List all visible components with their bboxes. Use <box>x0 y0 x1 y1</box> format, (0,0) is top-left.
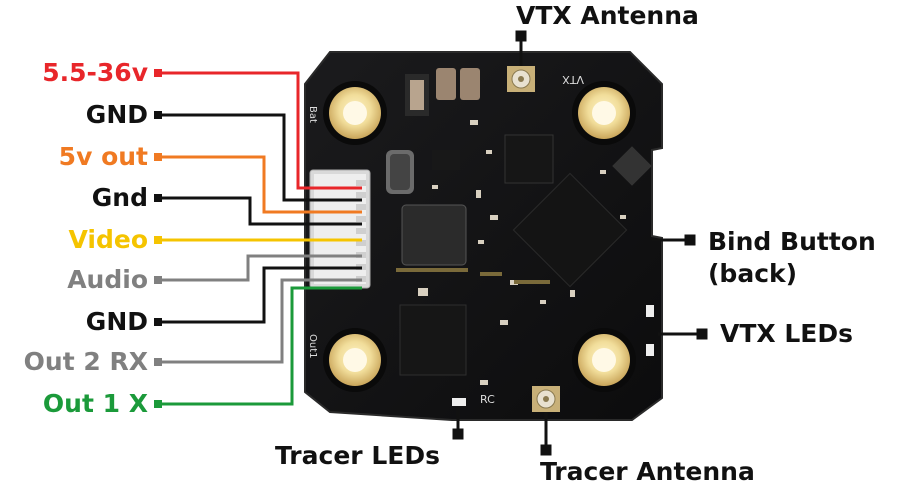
label-bind-button: Bind Button (back) <box>708 226 876 290</box>
wire-audio <box>158 254 362 282</box>
mounting-hole-top-left <box>323 81 387 145</box>
label-video: Video <box>68 225 148 254</box>
vtx-led-2 <box>646 344 654 356</box>
wire-out1x <box>158 286 362 406</box>
label-out2-rx: Out 2 RX <box>23 347 148 376</box>
silk-vtx: VTX <box>562 73 584 86</box>
label-gnd-2: Gnd <box>91 183 148 212</box>
wire-out2rx <box>158 278 362 364</box>
smd-components <box>396 120 626 385</box>
tracer-antenna-connector <box>532 386 560 412</box>
main-processor-chip <box>512 172 628 288</box>
label-tracer-leds: Tracer LEDs <box>275 441 440 470</box>
label-audio: Audio <box>67 265 148 294</box>
wire-gnd3 <box>158 266 362 324</box>
label-vtx-leds: VTX LEDs <box>720 319 854 348</box>
wire-5vout <box>158 155 362 214</box>
label-tracer-antenna: Tracer Antenna <box>540 457 755 486</box>
callout-lines <box>452 30 708 456</box>
wire-5536v <box>158 71 362 190</box>
wire-gnd2 <box>158 196 362 226</box>
bind-button <box>612 146 652 186</box>
tracer-chip <box>399 304 467 376</box>
label-bind-button-line1: Bind Button <box>708 227 876 256</box>
electrolytic-capacitor <box>386 150 414 194</box>
wire-gnd1 <box>158 113 362 202</box>
small-chip-top <box>432 150 460 170</box>
label-gnd-1: GND <box>85 100 148 129</box>
silk-bat: Bat <box>307 106 318 123</box>
silk-rc: RC <box>480 393 495 406</box>
vtx-antenna-connector <box>507 66 535 92</box>
label-bind-button-line2: (back) <box>708 259 798 288</box>
pin-wires <box>158 71 362 406</box>
tracer-led <box>452 398 466 406</box>
silk-out1: Out1 <box>307 334 318 359</box>
label-gnd-3: GND <box>85 307 148 336</box>
capacitors-top <box>405 68 480 116</box>
vtx-led-1 <box>646 305 654 317</box>
mounting-hole-bottom-left <box>323 328 387 392</box>
inductor <box>401 204 467 266</box>
label-out1-x: Out 1 X <box>42 389 148 418</box>
label-5536v: 5.5-36v <box>42 58 148 87</box>
vtx-chip <box>504 134 554 184</box>
mounting-hole-top-right <box>572 81 636 145</box>
label-vtx-antenna: VTX Antenna <box>516 1 699 30</box>
label-5v-out: 5v out <box>58 142 148 171</box>
pin-wire-ends <box>154 69 162 408</box>
mounting-hole-bottom-right <box>572 328 636 392</box>
pcb-board <box>304 51 663 421</box>
